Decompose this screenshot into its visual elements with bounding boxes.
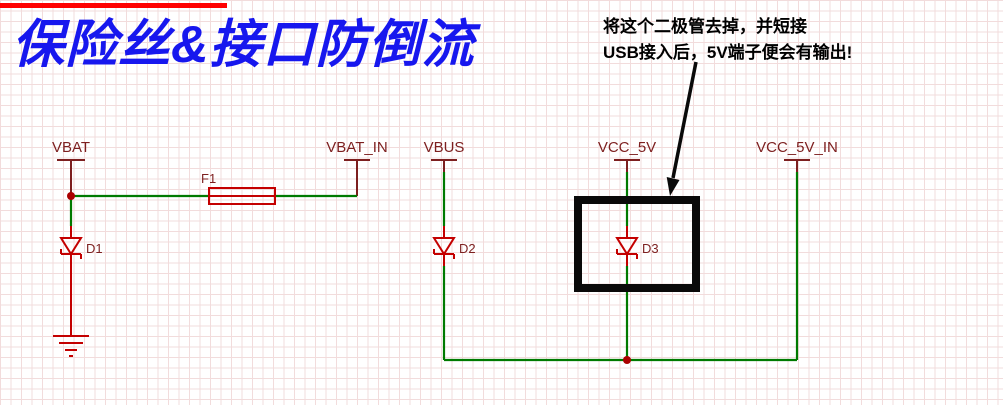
diode-d3[interactable]: D3 (615, 226, 659, 266)
annotation-text[interactable]: 将这个二极管去掉，并短接 USB接入后，5V端子便会有输出! (603, 14, 852, 66)
highlight-box[interactable] (574, 196, 700, 292)
junction-dot (67, 192, 75, 200)
top-red-line (0, 3, 227, 8)
diode-ref-label: D1 (86, 241, 103, 256)
fuse-f1[interactable]: F1 (201, 171, 276, 205)
ground-symbol[interactable] (53, 266, 89, 357)
diode-d1[interactable]: D1 (59, 226, 103, 266)
net-port-pin (57, 159, 85, 196)
net-port-vcc-5v[interactable]: VCC_5V (598, 139, 656, 172)
ground-bars (53, 266, 89, 357)
net-port-pin (344, 159, 370, 196)
net-port-vcc-5v-in[interactable]: VCC_5V_IN (756, 139, 838, 172)
annotation-arrow[interactable] (666, 61, 698, 196)
net-port-vbat-in[interactable]: VBAT_IN (326, 139, 388, 196)
diode-triangle (432, 237, 456, 256)
junction-dot (623, 356, 631, 364)
net-label-vbat[interactable]: VBAT (52, 139, 90, 156)
net-port-vbat[interactable]: VBAT (52, 139, 90, 196)
diode-ref-label: D2 (459, 241, 476, 256)
annotation-line-1: 将这个二极管去掉，并短接 (603, 17, 807, 36)
net-port-pin (614, 159, 640, 172)
arrow-shaft (671, 61, 698, 179)
net-label-vbus[interactable]: VBUS (424, 139, 465, 156)
net-label-vcc-5v-in[interactable]: VCC_5V_IN (756, 139, 838, 156)
diode-d2[interactable]: D2 (432, 226, 476, 266)
diode-triangle (615, 237, 639, 256)
diode-ref-label: D3 (642, 241, 659, 256)
net-label-vcc-5v[interactable]: VCC_5V (598, 139, 656, 156)
net-port-pin (784, 159, 810, 172)
net-port-pin (431, 159, 457, 172)
page-title[interactable]: 保险丝&接口防倒流 (12, 16, 475, 74)
diode-triangle (59, 237, 83, 256)
net-label-vbat-in[interactable]: VBAT_IN (326, 139, 387, 156)
annotation-line-2: USB接入后，5V端子便会有输出! (603, 43, 853, 62)
fuse-ref-label: F1 (201, 171, 216, 186)
arrow-head (666, 177, 680, 196)
net-port-vbus[interactable]: VBUS (424, 139, 465, 172)
